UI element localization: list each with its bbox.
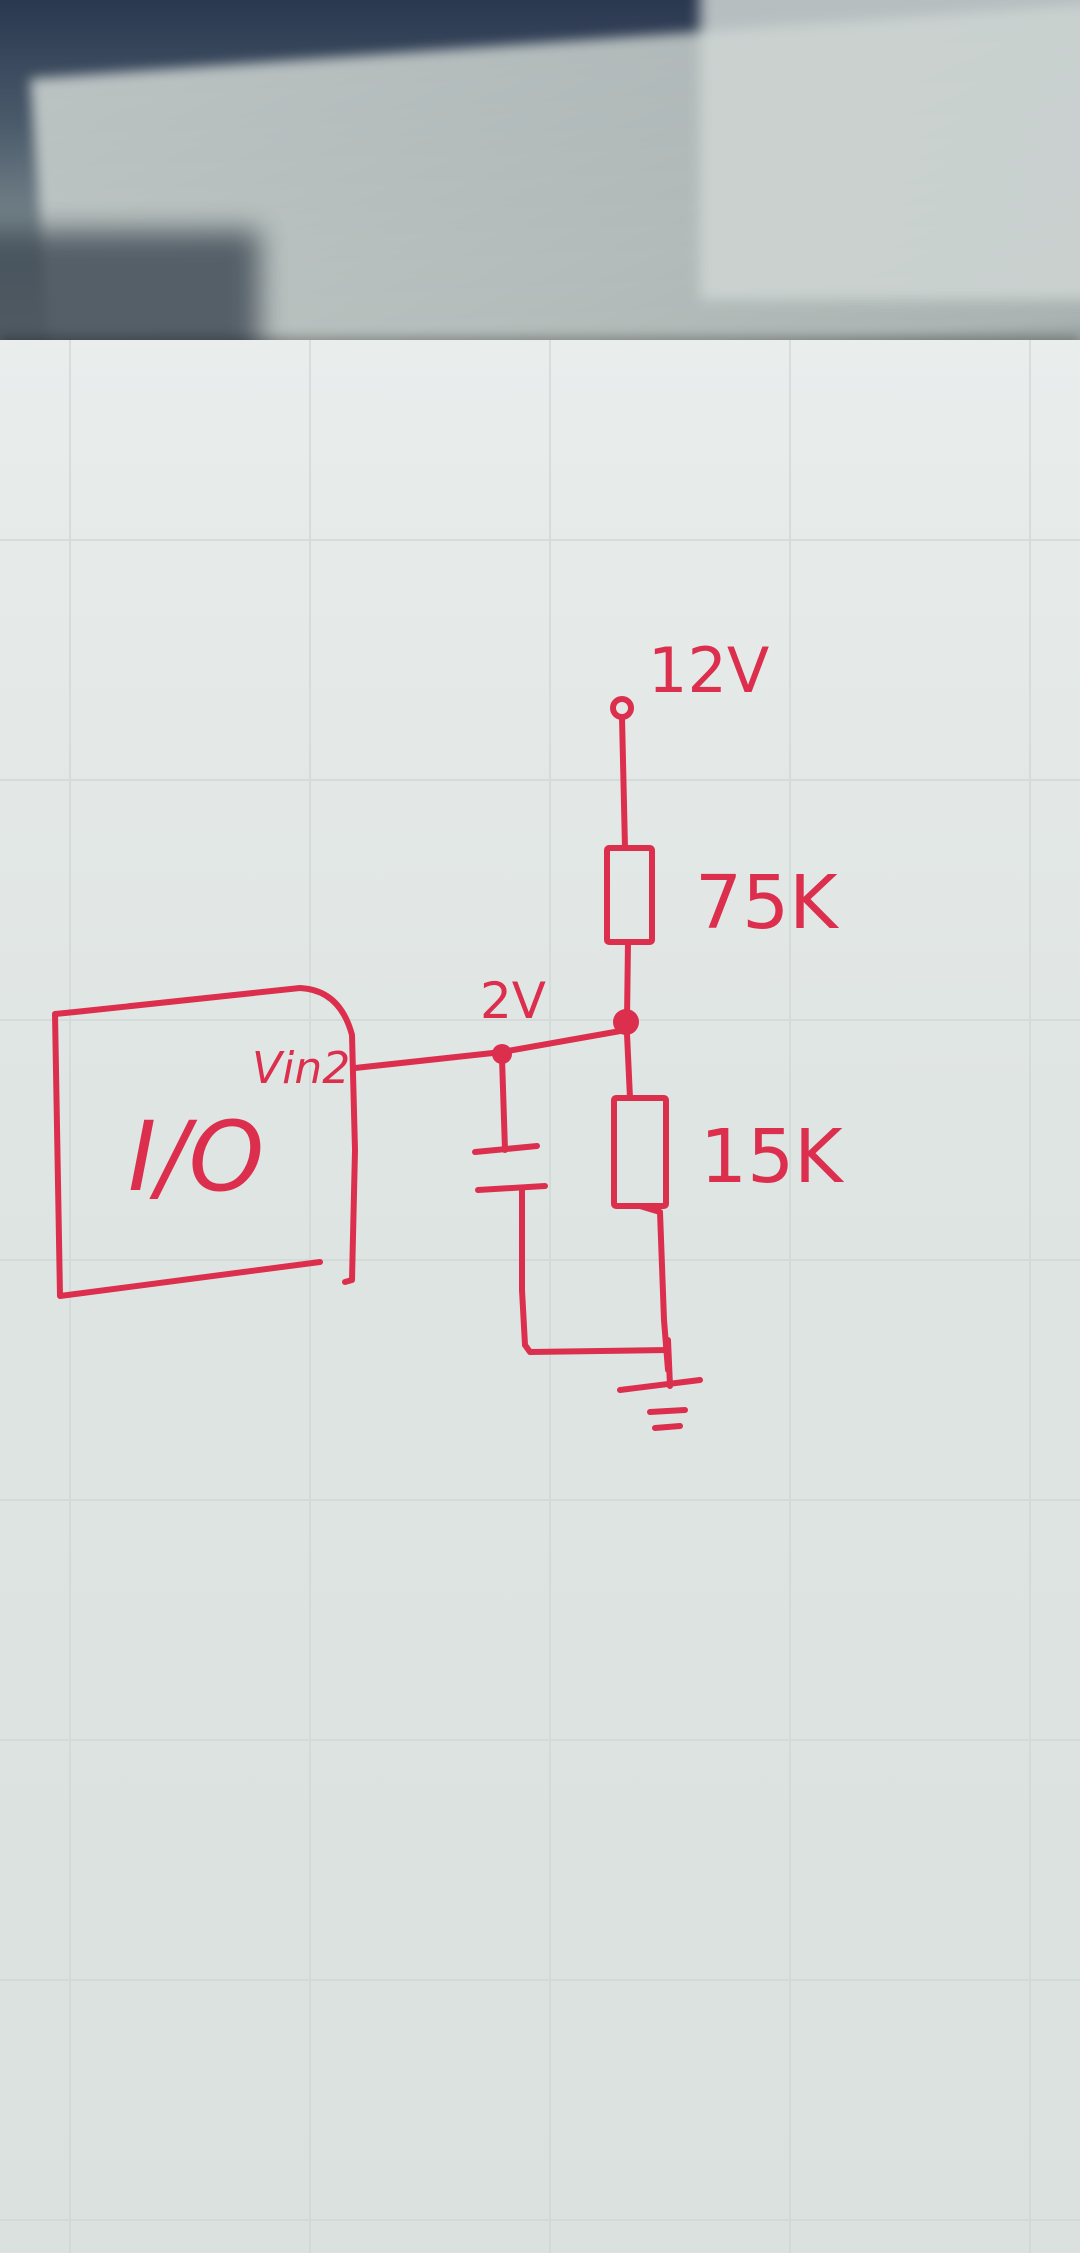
ground-wire (637, 1203, 671, 1373)
resistor-top (604, 845, 655, 945)
io-block (52, 985, 358, 1299)
capacitor-lead-top (499, 1055, 508, 1153)
capacitor-plate-bottom (475, 1183, 548, 1193)
background-shadow (0, 230, 260, 350)
blurred-background (0, 0, 1080, 350)
ground-symbol (617, 1337, 703, 1431)
divider-wire-upper (624, 939, 631, 1023)
capacitor-plate-top (472, 1143, 540, 1155)
junction-node-capacitor (492, 1044, 512, 1064)
resistor-bottom-label: 15K (700, 1114, 845, 1200)
resistor-bottom (611, 1095, 669, 1209)
resistor-top-label: 75K (695, 860, 840, 946)
io-block-label: I/O (128, 1101, 264, 1213)
signal-wire (352, 1027, 629, 1071)
supply-wire (619, 714, 628, 851)
divider-wire-lower (624, 1031, 633, 1101)
supply-label: 12V (648, 634, 769, 707)
notebook-page (0, 340, 1080, 2253)
capacitor-lead-bottom (519, 1185, 528, 1348)
return-wire (522, 1342, 671, 1355)
node-voltage-label: 2V (480, 972, 546, 1030)
background-paper-corner (700, 0, 1080, 300)
io-pin-label: Vin2 (252, 1043, 350, 1094)
